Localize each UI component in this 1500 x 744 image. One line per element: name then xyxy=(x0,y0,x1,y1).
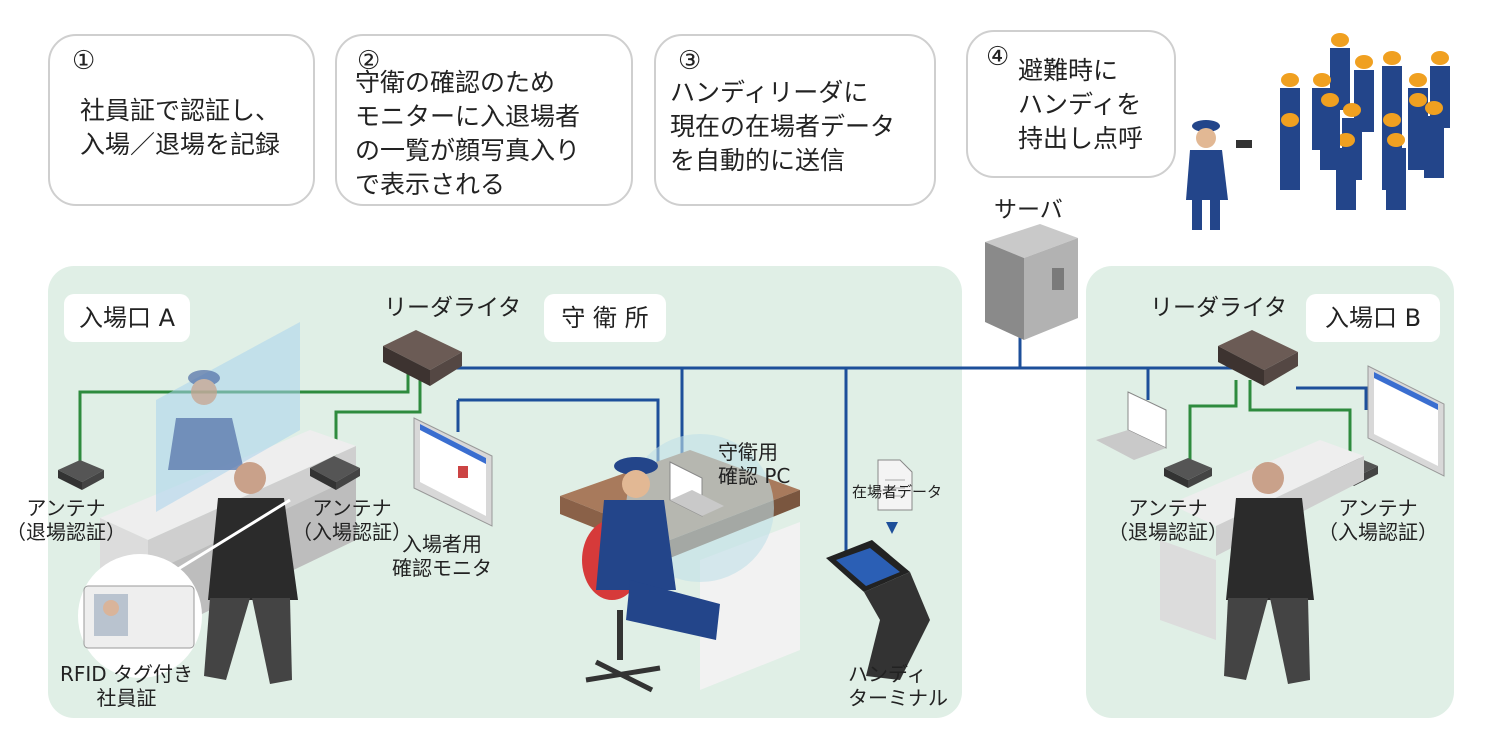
step-3-text: ハンディリーダに 現在の在場者データ を自動的に送信 xyxy=(670,78,896,175)
antenna-entry-a-label: アンテナ （入場認証） xyxy=(292,496,412,544)
employee-b-icon xyxy=(1224,462,1314,684)
guard-pc-label: 守衛用 確認 PC xyxy=(718,440,791,488)
step-4-box: ④ 避難時に ハンディを 持出し点呼 xyxy=(966,30,1176,178)
seated-guard-icon xyxy=(596,457,720,640)
monitor-b-icon xyxy=(1367,365,1445,477)
reader-writer-a-icon xyxy=(383,330,462,386)
worker-icon xyxy=(1382,51,1402,128)
employee-a-icon xyxy=(204,462,298,684)
worker-icon xyxy=(1408,93,1428,170)
step-1-text: 社員証で認証し、 入場／退場を記録 xyxy=(80,96,281,159)
handy-terminal-label: ハンディ ターミナル xyxy=(848,662,948,710)
step-3-number: ③ xyxy=(678,46,702,76)
step-2-number: ② xyxy=(357,46,381,76)
roll-call-guard-icon xyxy=(1186,120,1252,230)
step-2-box: ② 守衛の確認のため モニターに入退場者 の一覧が顔写真入り で表示される xyxy=(335,34,633,206)
antenna-exit-b-icon xyxy=(1164,458,1212,488)
worker-group-icon xyxy=(1280,33,1450,210)
rfid-card-label: RFID タグ付き 社員証 xyxy=(60,662,194,710)
reader-writer-a-label: リーダライタ xyxy=(384,295,522,321)
reader-writer-b-icon xyxy=(1218,330,1298,386)
worker-icon xyxy=(1424,101,1444,178)
laptop-b-icon xyxy=(1096,391,1167,460)
document-icon xyxy=(877,459,913,511)
entrant-monitor-label: 入場者用 確認モニタ xyxy=(392,532,492,580)
antenna-exit-b-label: アンテナ （退場認証） xyxy=(1108,496,1228,544)
step-3-box: ③ ハンディリーダに 現在の在場者データ を自動的に送信 xyxy=(654,34,936,206)
guard-room-label: 守 衛 所 xyxy=(544,294,666,342)
step-4-number: ④ xyxy=(986,42,1010,72)
server-icon xyxy=(985,224,1078,340)
id-card-icon xyxy=(78,554,202,678)
worker-icon xyxy=(1336,133,1356,210)
worker-icon xyxy=(1386,133,1406,210)
network-lines xyxy=(440,320,1368,552)
gate-a-label: 入場口 A xyxy=(64,294,190,342)
worker-icon xyxy=(1320,93,1340,170)
present-data-label: 在場者データ xyxy=(852,483,943,501)
step-4-text: 避難時に ハンディを 持出し点呼 xyxy=(1018,56,1144,153)
reader-writer-b-label: リーダライタ xyxy=(1150,295,1288,321)
step-1-number: ① xyxy=(72,46,96,76)
antenna-entry-a-icon xyxy=(310,456,360,490)
antenna-entry-b-label: アンテナ （入場認証） xyxy=(1318,496,1438,544)
entrant-monitor-icon xyxy=(413,417,493,527)
down-arrow-icon xyxy=(886,522,898,534)
antenna-exit-a-label: アンテナ （退場認証） xyxy=(6,496,126,544)
worker-icon xyxy=(1354,55,1374,132)
step-2-text: 守衛の確認のため モニターに入退場者 の一覧が顔写真入り で表示される xyxy=(355,68,581,199)
gate-b-label: 入場口 B xyxy=(1306,294,1440,342)
card-callout-line xyxy=(169,498,291,576)
step-1-box: ① 社員証で認証し、 入場／退場を記録 xyxy=(48,34,315,206)
handy-terminal-icon xyxy=(826,540,930,680)
guard-pc-icon xyxy=(669,461,724,517)
server-label: サーバ xyxy=(994,197,1063,223)
worker-icon xyxy=(1280,113,1300,190)
antenna-exit-a-icon xyxy=(58,460,104,490)
reception-guard-icon xyxy=(168,370,244,470)
